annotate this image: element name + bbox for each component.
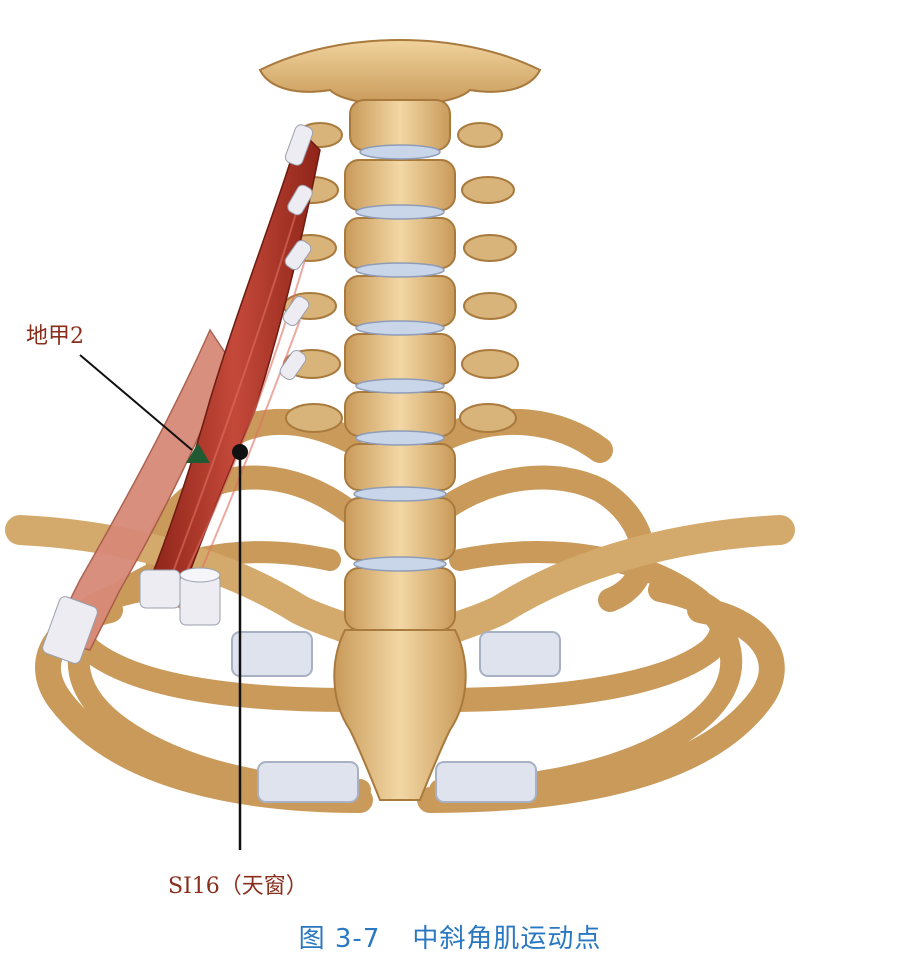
rib-first-right <box>427 408 613 463</box>
triangle-marker-icon <box>186 443 210 463</box>
point-markers <box>79 354 248 850</box>
cartilage-right-2 <box>435 761 537 803</box>
vertebral-column <box>258 38 542 631</box>
clavicle-right <box>435 515 795 645</box>
scalene-muscles <box>42 124 321 664</box>
dot-marker-icon <box>232 444 248 460</box>
tendons <box>42 124 314 664</box>
cartilage-left-2 <box>257 761 359 803</box>
figure-title: 中斜角肌运动点 <box>412 924 602 954</box>
intervertebral-discs <box>353 144 447 572</box>
atlas <box>258 38 542 106</box>
sternum <box>333 629 467 801</box>
figure-number: 图 3-7 <box>298 924 381 954</box>
label-point-2: SI16（天窗） <box>168 874 308 899</box>
clavicle-left <box>5 515 365 645</box>
cut-muscle-stump <box>179 567 221 626</box>
leader-line-point-1 <box>79 354 193 451</box>
clavicles <box>5 515 795 645</box>
figure-caption: 图 3-7 中斜角肌运动点 <box>0 918 900 955</box>
middle-scalene-muscle-fibers <box>169 199 306 586</box>
costal-cartilages <box>231 631 561 803</box>
label-point-1: 地甲2 <box>26 324 84 349</box>
cartilage-left-1 <box>231 631 313 677</box>
vertebral-bodies <box>344 99 456 631</box>
cartilage-right-1 <box>479 631 561 677</box>
